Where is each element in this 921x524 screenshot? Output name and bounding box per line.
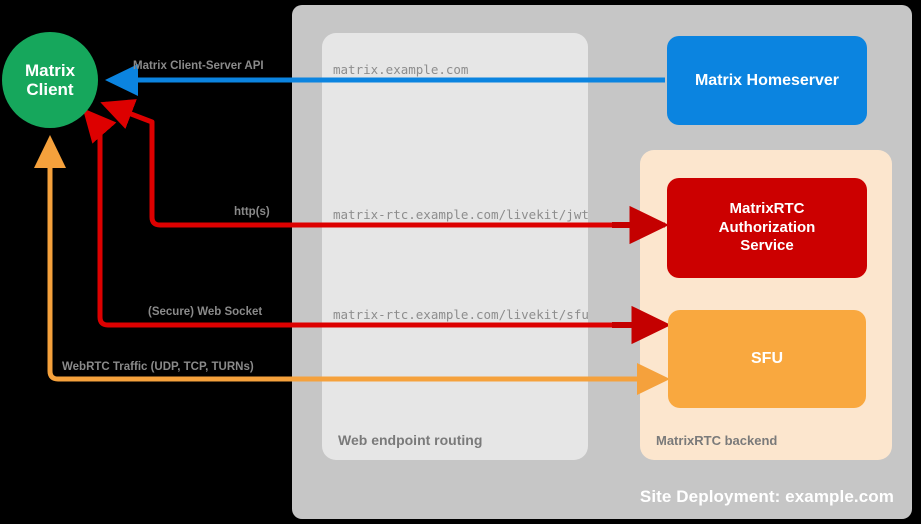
label-webrtc-traffic-protocol: WebRTC Traffic (UDP, TCP, TURNs) (62, 361, 254, 373)
matrixrtc-backend-label: MatrixRTC backend (656, 433, 778, 448)
arrow-webrtc-traffic (34, 134, 665, 382)
node-matrix-homeserver[interactable]: Matrix Homeserver (667, 36, 867, 125)
node-matrixrtc-authorization-service[interactable]: MatrixRTC Authorization Service (667, 178, 867, 278)
web-endpoint-routing-label: Web endpoint routing (338, 432, 483, 448)
node-sfu[interactable]: SFU (668, 310, 866, 408)
label-livekit-jwt-protocol: http(s) (234, 206, 270, 218)
endpoint-livekit-jwt: matrix-rtc.example.com/livekit/jwt (333, 207, 589, 222)
endpoint-livekit-sfu: matrix-rtc.example.com/livekit/sfu (333, 307, 589, 322)
matrixrtc-auth-label-line1: MatrixRTC (729, 199, 805, 217)
matrixrtc-auth-label-line3: Service (740, 237, 794, 255)
matrix-client-label-line1: Matrix (24, 60, 76, 80)
node-sfu-label: SFU (751, 350, 783, 367)
node-matrix-homeserver-label: Matrix Homeserver (694, 71, 840, 89)
node-matrixrtc-auth-label: MatrixRTC Authorization Service (719, 200, 816, 256)
matrixrtc-auth-label-line2: Authorization (718, 218, 816, 236)
site-deployment-label: Site Deployment: example.com (639, 487, 894, 506)
endpoint-matrix-example-com: matrix.example.com (333, 62, 469, 77)
matrix-client-label-line2: Client (26, 80, 74, 99)
arrow-livekit-sfu-websocket (82, 108, 665, 328)
web-endpoint-routing-container: Web endpoint routing (322, 33, 588, 460)
node-matrix-client[interactable]: Matrix Client (2, 32, 98, 128)
arrow-livekit-jwt (100, 99, 665, 228)
label-matrix-client-server-api-protocol: Matrix Client-Server API (133, 60, 264, 72)
label-livekit-sfu-protocol: (Secure) Web Socket (148, 306, 263, 318)
node-matrix-client-label: Matrix Client (25, 61, 75, 99)
